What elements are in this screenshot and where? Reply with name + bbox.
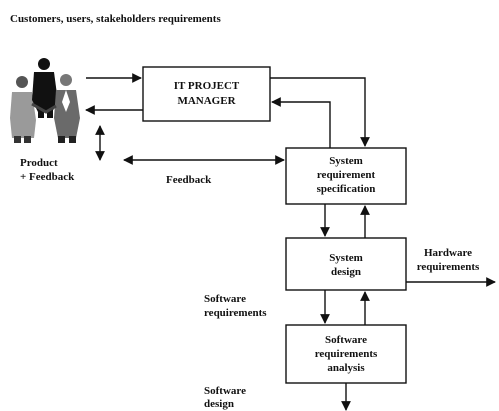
diagram-title: Customers, users, stakeholders requireme… (10, 13, 221, 25)
it-project-manager-line-1: IT PROJECT (174, 80, 240, 92)
sra-line-2: requirements (315, 348, 378, 360)
system-requirement-specification-box (285, 147, 407, 205)
system-design-line-1: System (329, 252, 363, 264)
it-project-manager-line-2: MANAGER (177, 95, 236, 107)
hardware-requirements-label-line-2: requirements (417, 261, 480, 273)
software-requirements-label-line-2: requirements (204, 307, 267, 319)
srs-line-2: requirement (317, 169, 376, 181)
product-feedback-label-line-1: Product (20, 157, 58, 169)
system-design-box (285, 237, 407, 291)
software-requirements-label-line-1: Software (204, 293, 246, 305)
arrow-manager-to-srs (270, 77, 370, 147)
feedback-label: Feedback (166, 174, 212, 186)
software-design-label-line-1: Software (204, 385, 246, 397)
sra-line-1: Software (325, 334, 367, 346)
software-design-label-line-2: design (204, 398, 234, 410)
system-design-line-2: design (331, 266, 361, 278)
business-people-icon (10, 58, 80, 143)
arrow-srs-to-manager (271, 97, 331, 148)
srs-line-3: specification (317, 183, 376, 195)
it-project-manager-box (142, 66, 271, 122)
hardware-requirements-label-line-1: Hardware (424, 247, 472, 259)
software-requirements-analysis-box (285, 324, 407, 384)
product-feedback-label-line-2: + Feedback (20, 171, 75, 183)
srs-line-1: System (329, 155, 363, 167)
sra-line-3: analysis (327, 362, 365, 374)
